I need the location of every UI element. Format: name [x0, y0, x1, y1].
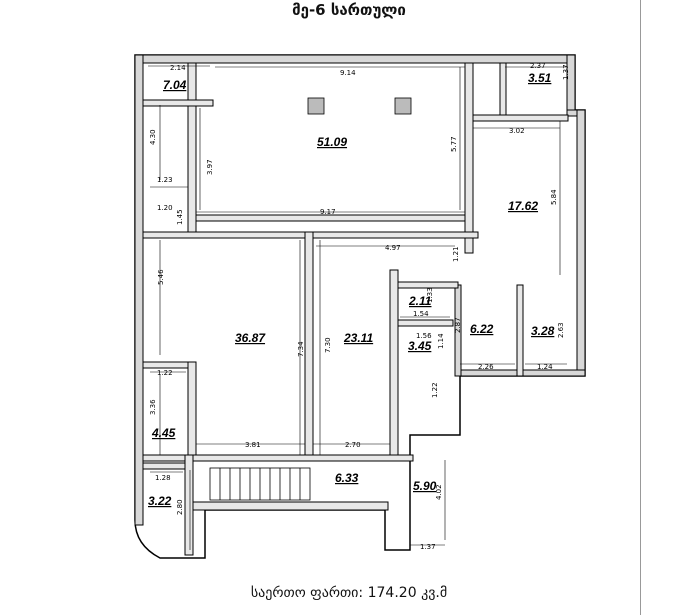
dimension-label: 3.02	[509, 127, 525, 135]
room-area-label: 36.87	[235, 331, 266, 345]
dimension-label: 1.14	[437, 333, 445, 349]
staircase	[209, 467, 311, 501]
room-area-label: 2.11	[408, 294, 432, 308]
dimension-lines	[148, 65, 567, 550]
room-area-label: 17.62	[508, 199, 538, 213]
dimension-label: 9.14	[340, 69, 356, 77]
room-area-label: 7.04	[163, 78, 187, 92]
total-area-footer: საერთო ფართი: 174.20 კვ.მ	[0, 585, 698, 601]
dimension-label: 5.77	[450, 136, 458, 152]
dimension-label: 1.37	[562, 64, 570, 80]
dimension-label: 2.63	[557, 322, 565, 338]
dimension-label: 1.54	[413, 310, 429, 318]
dimension-label: 3.81	[245, 441, 261, 449]
room-area-label: 3.45	[408, 339, 432, 353]
dimension-label: 1.45	[176, 209, 184, 225]
dimension-label: 1.33	[426, 287, 434, 303]
dimension-label: 2.37	[530, 62, 546, 70]
room-area-label: 5.90	[413, 479, 437, 493]
dimension-label: 7.34	[297, 341, 305, 357]
dimension-label: 3.97	[206, 159, 214, 175]
dimension-label: 7.30	[324, 337, 332, 353]
room-area-label: 23.11	[343, 331, 373, 345]
dimension-label: 1.22	[431, 382, 439, 398]
dimension-label: 4.97	[385, 244, 401, 252]
dimension-label: 2.14	[170, 64, 186, 72]
dimension-label: 1.56	[416, 332, 432, 340]
room-area-label: 3.22	[148, 494, 172, 508]
dimension-label: 1.28	[155, 474, 171, 482]
total-area-unit: კვ.მ	[421, 585, 448, 601]
walls	[134, 54, 586, 559]
dimension-label: 2.70	[345, 441, 361, 449]
dimension-label: 3.36	[149, 399, 157, 415]
column	[394, 97, 412, 115]
dimension-label: 9.17	[320, 208, 336, 216]
room-area-label: 3.28	[531, 324, 555, 338]
page-edge-line	[640, 0, 641, 615]
room-area-label: 6.22	[470, 322, 494, 336]
room-area-label: 4.45	[151, 426, 176, 440]
dimension-label: 1.20	[157, 204, 173, 212]
total-area-label: საერთო ფართი:	[250, 585, 364, 601]
dimension-label: 1.23	[157, 176, 173, 184]
dimension-label: 5.46	[157, 269, 165, 285]
dimension-label: 2.87	[454, 317, 462, 333]
dimension-label: 1.37	[420, 543, 436, 551]
room-labels: 7.04 51.09 3.51 17.62 36.87 23.11 2.11 6…	[148, 71, 555, 508]
total-area-value: 174.20	[367, 585, 417, 601]
room-area-label: 51.09	[317, 135, 347, 149]
dimension-label: 1.24	[537, 363, 553, 371]
dimension-label: 4.02	[435, 484, 443, 500]
floor-title: მე-6 სართული	[292, 1, 406, 19]
dimension-label: 1.22	[157, 369, 173, 377]
column	[307, 97, 325, 115]
dimension-label: 1.21	[452, 246, 460, 262]
dimension-label: 5.84	[550, 189, 558, 205]
room-area-label: 3.51	[528, 71, 552, 85]
dimension-label: 4.30	[149, 129, 157, 145]
dimension-label: 2.26	[478, 363, 494, 371]
dimension-labels: 2.14 9.14 2.37 1.37 4.30 3.02 3.97 5.77 …	[149, 62, 570, 551]
room-area-label: 6.33	[335, 471, 359, 485]
dimension-label: 2.80	[176, 499, 184, 515]
